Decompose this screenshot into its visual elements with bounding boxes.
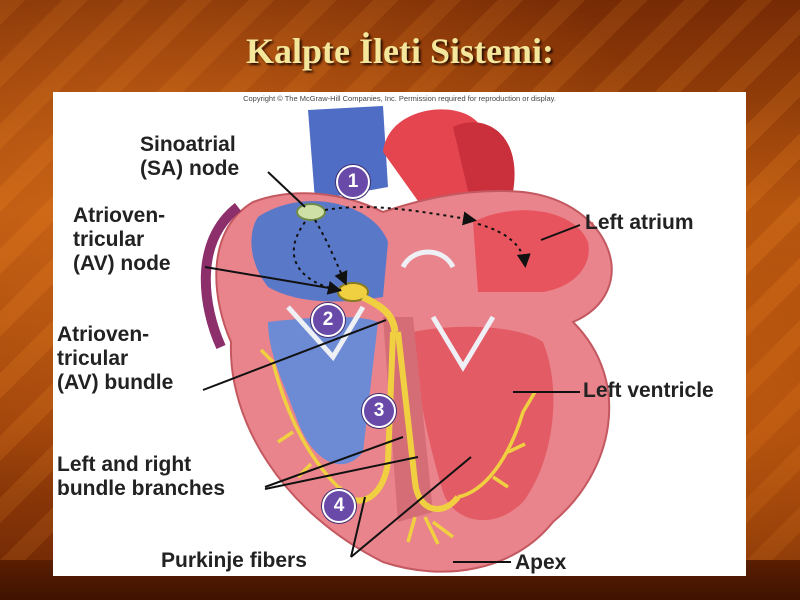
purkinje-fibers-right xyxy=(259,348,340,489)
impulse-path-to-av-node-2 xyxy=(292,221,342,295)
step-badge-3: 3 xyxy=(362,394,396,428)
label-purkinje-fibers: Purkinje fibers xyxy=(161,549,307,572)
impulse-path-to-left-atrium xyxy=(324,206,477,226)
left-ventricle xyxy=(413,326,554,521)
label-sa-node-line-2: (SA) node xyxy=(140,157,240,180)
av-bundle xyxy=(361,293,399,333)
leader-line-sa-node xyxy=(267,171,306,208)
step-badge-1: 1 xyxy=(336,165,370,199)
label-av-node: Atrioven- tricular (AV) node xyxy=(73,204,171,276)
label-av-bundle-line-3: (AV) bundle xyxy=(57,371,174,394)
label-left-atrium: Left atrium xyxy=(585,211,694,234)
label-sa-node-line-1: Sinoatrial xyxy=(140,133,236,156)
impulse-path-within-left-atrium xyxy=(477,223,531,268)
left-atrium xyxy=(473,210,589,292)
purkinje-fibers-apex xyxy=(406,516,455,545)
right-atrium xyxy=(251,201,388,302)
copyright-notice: Copyright © The McGraw-Hill Companies, I… xyxy=(243,94,556,103)
leader-line-purkinje-2 xyxy=(350,456,472,558)
pulmonary-trunk xyxy=(453,122,515,212)
step-badge-4: 4 xyxy=(322,489,356,523)
label-av-bundle-line-1: Atrioven- xyxy=(57,323,150,346)
label-av-node-line-1: Atrioven- xyxy=(73,204,166,227)
sa-node xyxy=(296,203,326,221)
tricuspid-valve xyxy=(286,305,366,362)
label-left-ventricle: Left ventricle xyxy=(583,379,714,402)
leader-line-purkinje-1 xyxy=(350,496,366,558)
purkinje-fibers-left xyxy=(457,391,537,499)
label-av-node-line-3: (AV) node xyxy=(73,252,171,275)
leader-line-av-node xyxy=(204,266,342,291)
aortic-valve xyxy=(400,249,456,269)
label-apex: Apex xyxy=(515,551,567,574)
label-av-bundle-line-2: tricular xyxy=(57,347,129,370)
mitral-valve xyxy=(430,315,496,372)
heart-conduction-figure: Copyright © The McGraw-Hill Companies, I… xyxy=(53,92,746,576)
left-bundle-branch xyxy=(395,331,461,512)
leader-line-bundle-branch-1 xyxy=(264,436,404,488)
label-bundle-branches-line-2: bundle branches xyxy=(57,477,226,500)
leader-line-bundle-branch-2 xyxy=(264,456,419,490)
label-av-bundle: Atrioven- tricular (AV) bundle xyxy=(57,323,173,395)
label-bundle-branches-line-1: Left and right xyxy=(57,453,192,476)
heart-illustration xyxy=(200,106,613,573)
label-sa-node: Sinoatrial (SA) node xyxy=(140,133,239,181)
label-bundle-branches: Left and right bundle branches xyxy=(57,453,225,501)
step-badge-2: 2 xyxy=(311,303,345,337)
leader-line-left-atrium xyxy=(540,224,581,241)
leader-line-av-bundle xyxy=(202,319,387,391)
label-av-node-line-2: tricular xyxy=(73,228,145,251)
impulse-path-to-av-node-1 xyxy=(314,219,348,286)
slide-title: Kalpte İleti Sistemi: xyxy=(246,31,554,71)
pericardium-outline xyxy=(200,203,242,350)
